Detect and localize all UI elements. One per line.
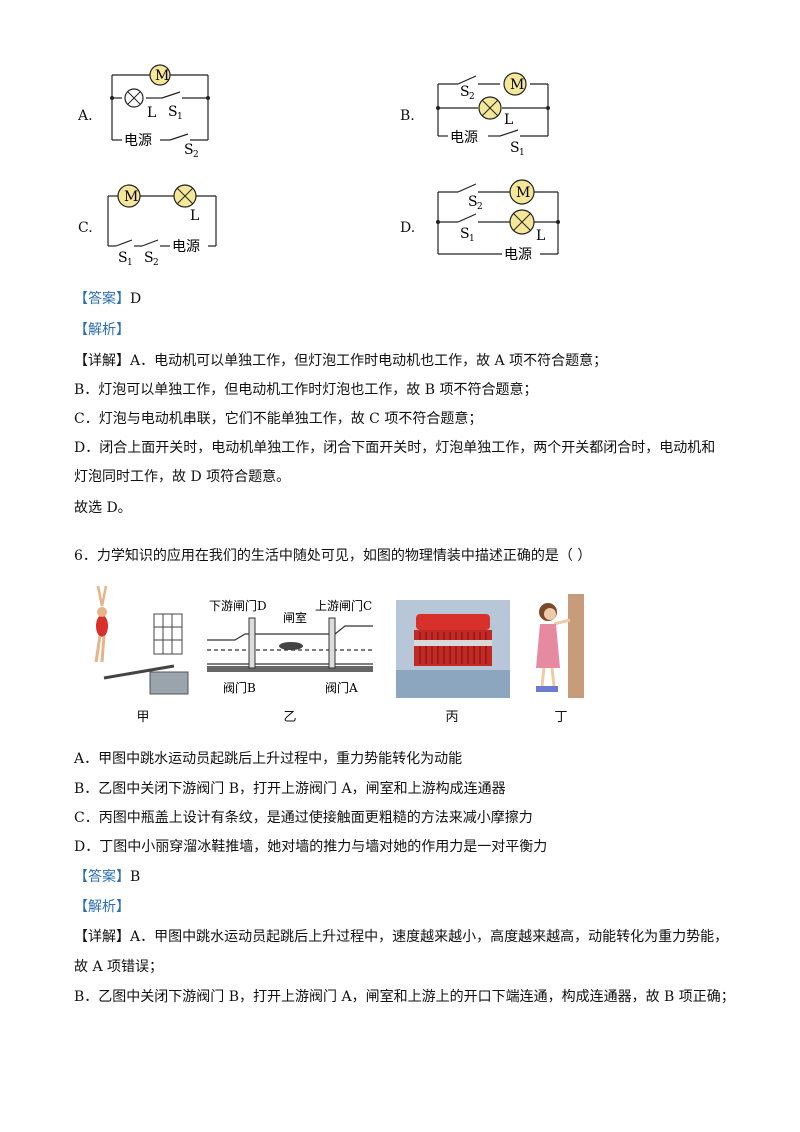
q5-answer-row: 【答案】D (74, 289, 141, 309)
q5-detail-line-1: 【详解】A．电动机可以单独工作，但灯泡工作时电动机也工作，故 A 项不符合题意； (74, 353, 608, 369)
motor-label: M (516, 185, 530, 201)
switch2-label: S (460, 84, 470, 100)
answer-value: D (130, 291, 142, 307)
switch2-subscript: 2 (477, 202, 483, 212)
power-label: 电源 (172, 239, 200, 255)
switch2-subscript: 2 (469, 92, 475, 102)
switch1-subscript: 1 (469, 234, 475, 244)
option-a-letter: A. (78, 108, 93, 124)
answer-tag: 【答案】 (74, 291, 130, 307)
motor-label: M (124, 189, 138, 205)
circuit-diagram-a: M L S 1 电源 S 2 (110, 64, 210, 160)
circuit-diagram-c: M L S 1 S 2 电源 (107, 184, 217, 268)
power-label: 电源 (504, 247, 532, 263)
answer-tag: 【答案】 (74, 869, 130, 885)
caption-jia: 甲 (136, 710, 150, 725)
lamp-label: L (190, 208, 199, 224)
detail-tag: 【详解】 (74, 929, 130, 945)
valve-a-label: 阀门A (325, 680, 358, 695)
switch1-subscript: 1 (127, 258, 133, 268)
lamp-label: L (147, 105, 156, 121)
q6-detail-line-1: 【详解】A．甲图中跳水运动员起跳后上升过程中，速度越来越小，高度越来越高，动能转… (74, 929, 729, 945)
q6-detail-line-2: 故 A 项错误； (74, 959, 164, 975)
analysis-tag: 【解析】 (74, 322, 130, 338)
motor-icon (503, 72, 527, 96)
motor-label: M (155, 68, 169, 84)
detail-tag: 【详解】 (74, 353, 130, 369)
q5-detail-line-4: D．闭合上面开关时，电动机单独工作，闭合下面开关时，灯泡单独工作，两个开关都闭合… (74, 440, 716, 456)
lamp-label: L (504, 112, 513, 128)
q6-detail-line-3: B．乙图中关闭下游阀门 B，打开上游阀门 A，闸室和上游上的开口下端连通，构成连… (74, 989, 735, 1005)
q6-option-b: B．乙图中关闭下游阀门 B，打开上游阀门 A，闸室和上游构成连通器 (74, 781, 506, 797)
downstream-gate-label: 下游闸门D (209, 598, 267, 613)
power-label: 电源 (124, 133, 152, 149)
caption-bing: 丙 (445, 710, 459, 725)
switch1-label: S (118, 250, 128, 266)
q5-detail-line-2: B．灯泡可以单独工作，但电动机工作时灯泡也工作，故 B 项不符合题意； (74, 382, 538, 398)
switch1-label: S (510, 140, 520, 156)
q6-option-a: A．甲图中跳水运动员起跳后上升过程中，重力势能转化为动能 (74, 751, 463, 767)
switch2-label: S (144, 250, 154, 266)
circuit-diagram-d: M L S 2 S 1 电源 (436, 179, 560, 263)
analysis-tag: 【解析】 (74, 899, 130, 915)
motor-icon (117, 184, 141, 208)
q6-option-d: D．丁图中小丽穿溜冰鞋推墙，她对墙的推力与墙对她的作用力是一对平衡力 (74, 839, 548, 855)
option-c-letter: C. (78, 220, 93, 236)
lock-chamber-label: 闸室 (283, 610, 307, 625)
figure-skater-pushing-wall (536, 594, 584, 698)
switch1-subscript: 1 (519, 148, 525, 158)
answer-value: B (130, 869, 141, 885)
caption-ding: 丁 (554, 710, 568, 725)
q5-conclusion: 故选 D。 (74, 500, 132, 516)
switch1-subscript: 1 (177, 112, 183, 122)
option-d-letter: D. (400, 220, 416, 236)
motor-icon (509, 179, 535, 205)
q6-stem: 6．力学知识的应用在我们的生活中随处可见，如图的物理情装中描述正确的是（ ） (74, 548, 592, 564)
figure-bottle-cap (396, 600, 510, 698)
switch2-label: S (468, 194, 478, 210)
switch2-subscript: 2 (153, 258, 159, 268)
switch1-label: S (460, 226, 470, 242)
motor-label: M (510, 77, 524, 93)
figure-ship-lock: 下游闸门D 闸室 上游闸门C 阀门B 阀门A (207, 598, 373, 695)
option-b-letter: B. (400, 108, 415, 124)
valve-b-label: 阀门B (223, 680, 256, 695)
switch1-label: S (168, 104, 178, 120)
q6-option-c: C．丙图中瓶盖上设计有条纹，是通过使接触面更粗糙的方法来减小摩擦力 (74, 810, 533, 826)
lamp-label: L (536, 228, 545, 244)
power-label: 电源 (450, 130, 478, 146)
q6-answer-row: 【答案】B (74, 867, 140, 887)
motor-icon (149, 64, 171, 86)
q5-detail-line-3: C．灯泡与电动机串联，它们不能单独工作，故 C 项不符合题意； (74, 411, 483, 427)
caption-yi: 乙 (283, 710, 297, 725)
switch2-subscript: 2 (193, 150, 199, 160)
switch2-label: S (184, 142, 194, 158)
upstream-gate-label: 上游闸门C (315, 598, 372, 613)
figure-diver (94, 585, 189, 695)
q5-detail-line-5: 灯泡同时工作，故 D 项符合题意。 (74, 469, 291, 485)
circuit-diagram-b: M L S 2 电源 S 1 (436, 72, 550, 158)
